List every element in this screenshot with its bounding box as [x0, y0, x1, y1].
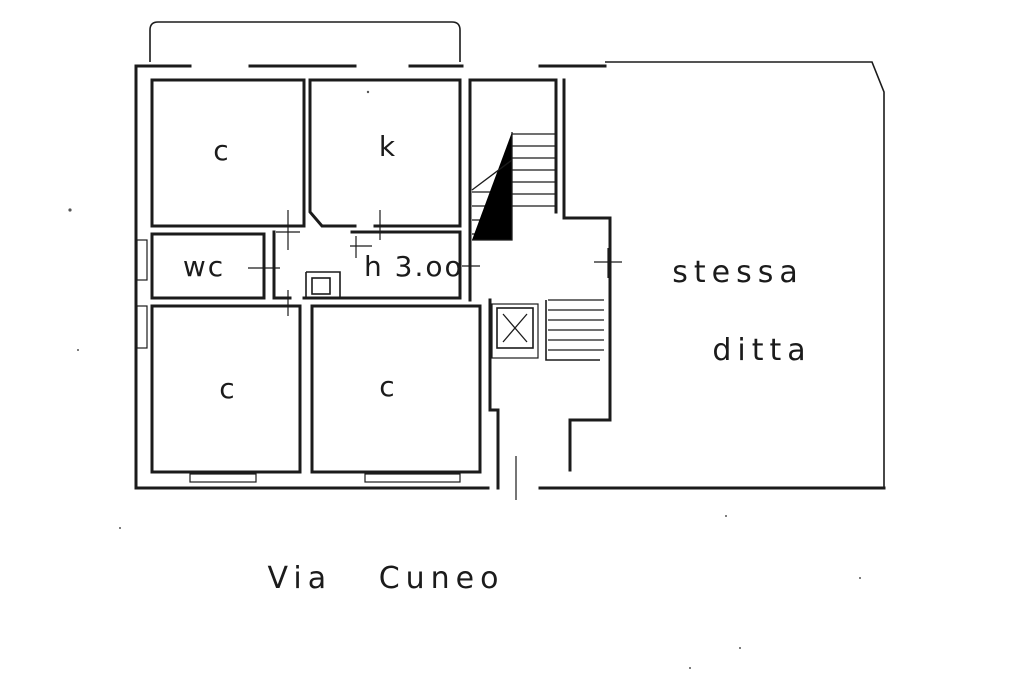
corridor [272, 230, 462, 300]
scan-specks [68, 90, 861, 669]
room-bottom-center-label: c [379, 370, 396, 403]
street-label: Via Cuneo [268, 561, 505, 596]
outer-walls [134, 61, 886, 490]
room-bottom-center [310, 304, 482, 474]
height-label: h 3.oo [364, 250, 464, 283]
room-top-left [150, 78, 306, 228]
adjacent-property-line1: stessa [672, 255, 804, 290]
stairwell [468, 78, 612, 490]
room-bottom-left [150, 304, 302, 474]
room-kitchen [308, 78, 462, 228]
door-marks [248, 210, 622, 500]
windows [136, 239, 539, 483]
wc-label: wc [183, 250, 225, 283]
room-top-left-label: c [213, 134, 230, 167]
balcony [149, 21, 461, 62]
room-bottom-left-label: c [219, 372, 236, 405]
room-wc [150, 232, 266, 300]
adjacent-property-line2: ditta [712, 333, 811, 368]
kitchen-label: k [379, 130, 397, 163]
